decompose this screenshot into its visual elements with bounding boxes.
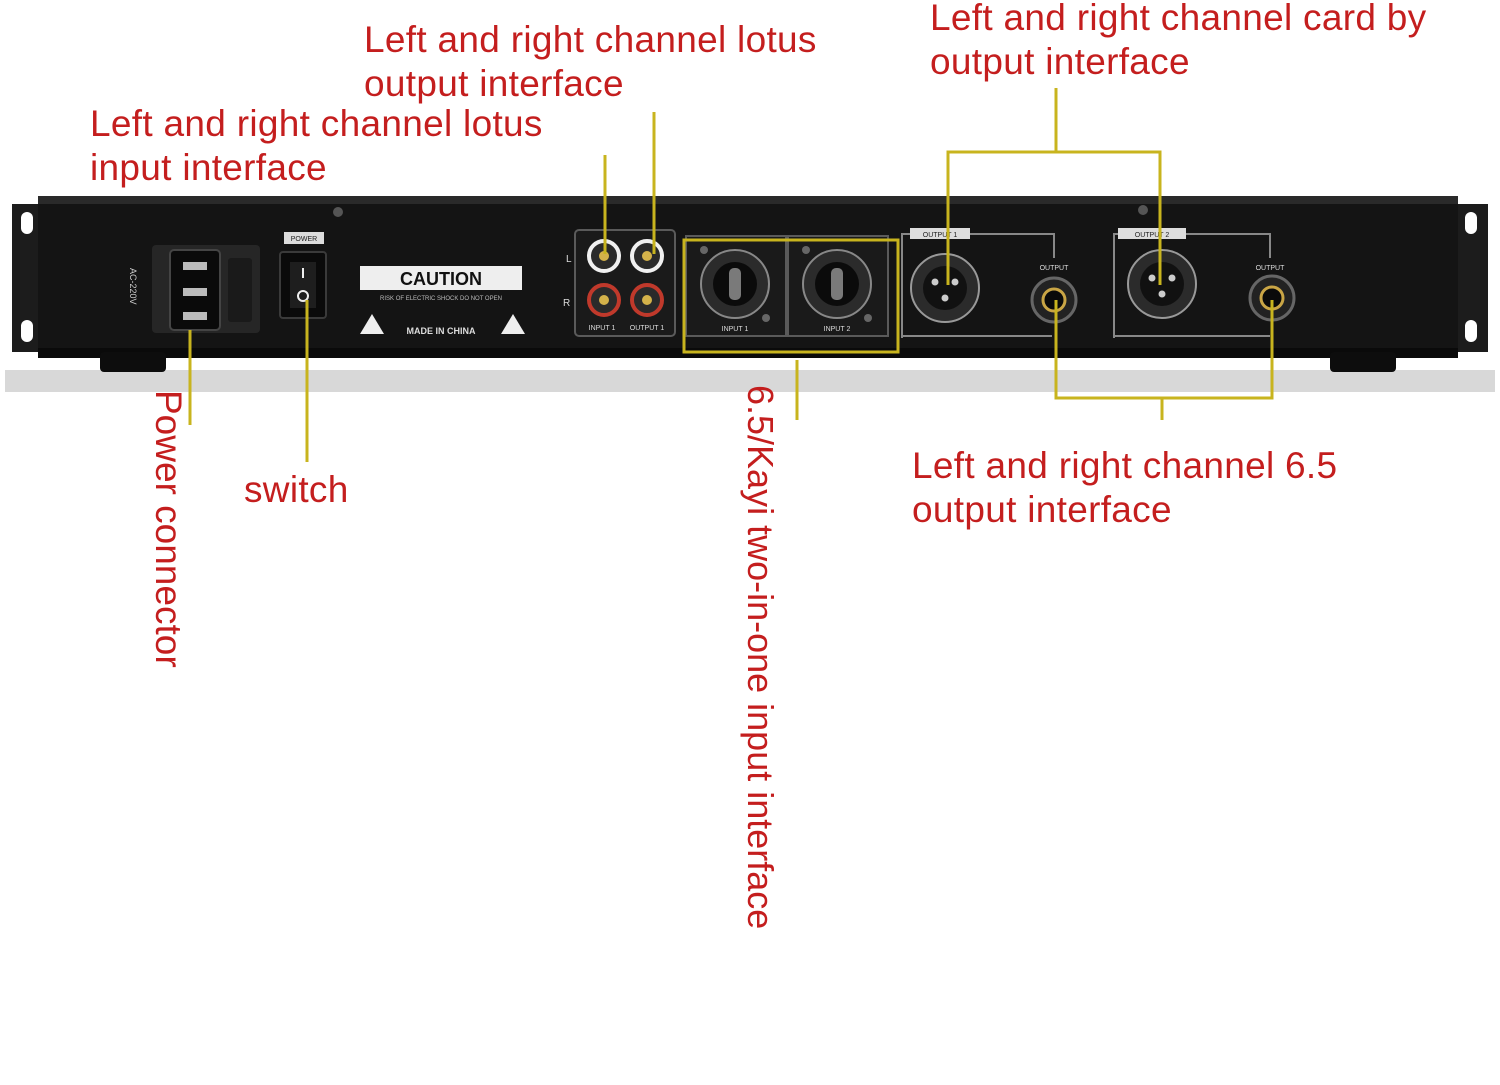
output-section-1: OUTPUT 1 OUTPUT [901,228,1078,338]
callout-lotus-input-line2: input interface [90,147,327,188]
svg-text:INPUT 1: INPUT 1 [589,325,616,332]
callout-card-output-line2: output interface [930,41,1190,82]
svg-text:OUTPUT 1: OUTPUT 1 [630,325,665,332]
svg-text:R: R [563,298,570,309]
foot [100,352,166,372]
callout-jack-output: Left and right channel 6.5 output interf… [912,444,1337,532]
svg-text:INPUT 2: INPUT 2 [824,326,851,333]
callout-combo-input: 6.5/Kayi two-in-one input interface [740,385,781,930]
svg-text:OUTPUT 2: OUTPUT 2 [1135,232,1170,239]
callout-jack-output-line2: output interface [912,489,1172,530]
svg-text:RISK OF ELECTRIC SHOCK DO NOT: RISK OF ELECTRIC SHOCK DO NOT OPEN [380,296,502,302]
svg-text:OUTPUT 1: OUTPUT 1 [923,232,958,239]
svg-text:CAUTION: CAUTION [400,269,482,289]
callout-lotus-input: Left and right channel lotus input inter… [90,102,543,190]
callout-jack-output-line1: Left and right channel 6.5 [912,445,1338,486]
callout-power: Power connector [148,390,189,668]
rca-block: L R INPUT 1 OUTPUT 1 [563,229,676,337]
leader-lines [188,88,1274,462]
combo-input-2: INPUT 2 [787,235,889,337]
svg-text:L: L [566,254,572,265]
caution-plate: CAUTION RISK OF ELECTRIC SHOCK DO NOT OP… [360,266,525,336]
callout-card-output-line1: Left and right channel card by [930,0,1427,38]
screw [1138,205,1148,215]
callout-lotus-output-line1: Left and right channel lotus [364,19,817,60]
callout-card-output: Left and right channel card by output in… [930,0,1427,84]
output-section-2: OUTPUT 2 OUTPUT [1113,228,1296,338]
leader-card-output [946,150,1162,285]
power-inlet [152,245,260,333]
svg-text:INPUT 1: INPUT 1 [722,326,749,333]
svg-text:POWER: POWER [291,236,317,243]
callout-lotus-output: Left and right channel lotus output inte… [364,18,817,106]
callout-switch: switch [244,469,349,510]
callout-lotus-input-line1: Left and right channel lotus [90,103,543,144]
svg-text:MADE IN CHINA: MADE IN CHINA [407,326,476,336]
device-shadow [5,370,1495,392]
leader-jack-output [1054,300,1274,400]
combo-input-bracket [682,238,900,354]
voltage-text: AC-220V [128,268,138,305]
callout-lotus-output-line2: output interface [364,63,624,104]
combo-input-1: INPUT 1 [685,235,787,337]
power-switch: POWER [279,232,327,319]
svg-text:OUTPUT: OUTPUT [1040,265,1070,272]
svg-text:OUTPUT: OUTPUT [1256,265,1286,272]
screw [333,207,343,217]
foot [1330,352,1396,372]
